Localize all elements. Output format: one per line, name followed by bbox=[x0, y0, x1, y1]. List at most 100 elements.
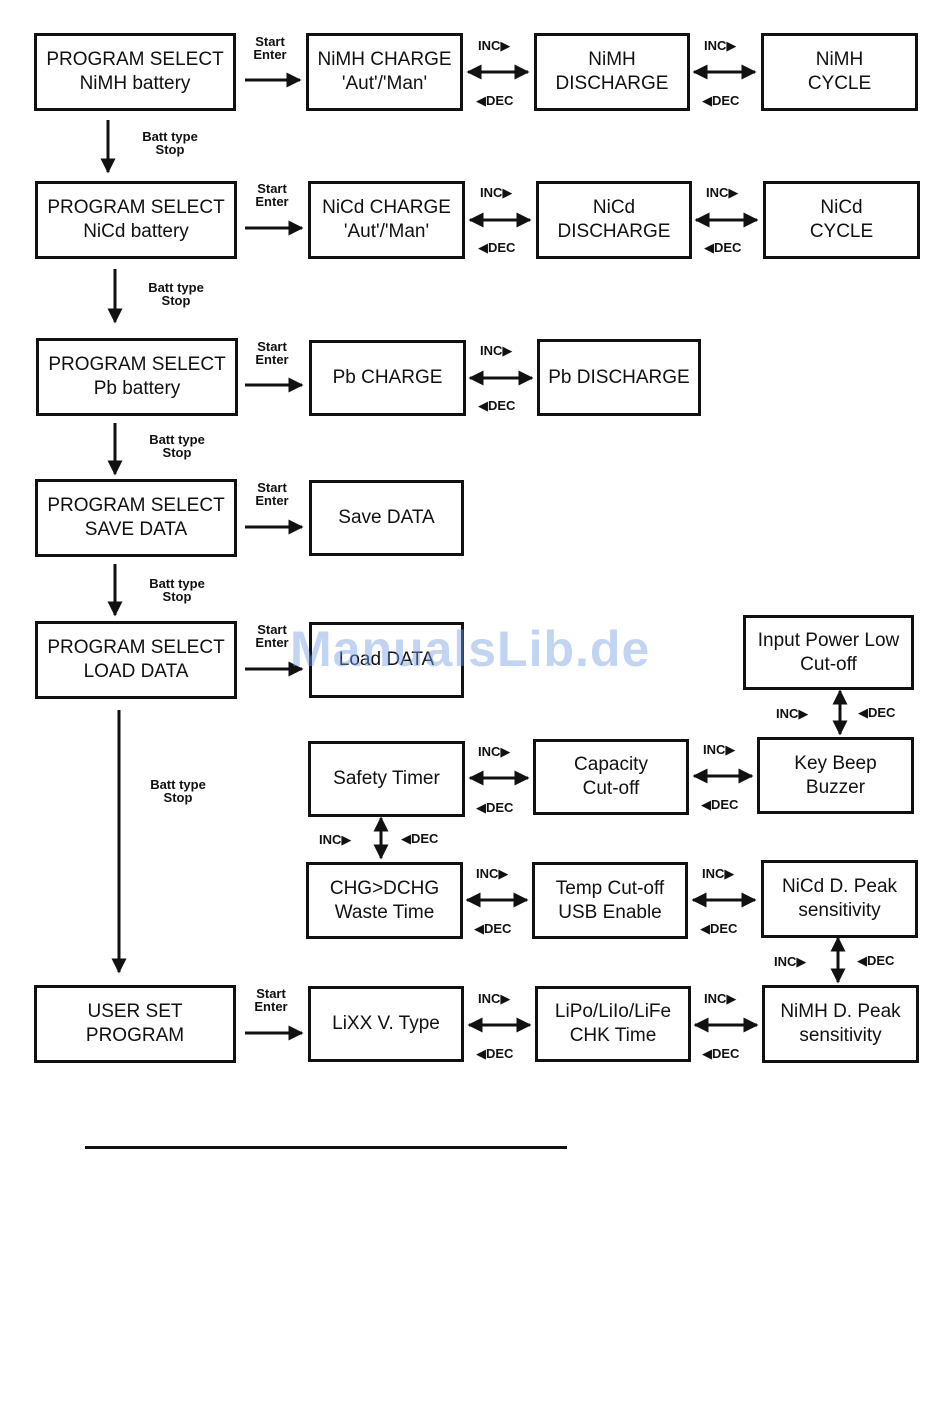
box-line-1: NiMH D. Peak bbox=[780, 1001, 901, 1022]
manualslib-watermark: ManualsLib.de bbox=[290, 621, 651, 677]
start-text: Start bbox=[257, 622, 287, 637]
inc-text: INC bbox=[476, 866, 499, 881]
box-line-2: CYCLE bbox=[809, 221, 874, 242]
dec-label: ◀DEC bbox=[478, 240, 515, 256]
start-text: Start bbox=[257, 480, 287, 495]
dec-text: DEC bbox=[868, 705, 896, 720]
dec-arrow-icon: ◀ bbox=[476, 800, 486, 815]
dec-label: ◀DEC bbox=[704, 240, 741, 256]
inc-text: INC bbox=[319, 832, 342, 847]
box-line-2: 'Aut'/'Man' bbox=[343, 221, 430, 242]
box-line-1: LiXX V. Type bbox=[332, 1013, 440, 1034]
box-line-2: Waste Time bbox=[334, 901, 435, 923]
dec-text: DEC bbox=[411, 831, 439, 846]
dec-label: ◀DEC bbox=[476, 800, 513, 816]
inc-label: INC▶ bbox=[704, 38, 736, 54]
inc-label: INC▶ bbox=[704, 991, 736, 1007]
pb-discharge-box: Pb DISCHARGE bbox=[537, 339, 701, 416]
dec-arrow-icon: ◀ bbox=[401, 831, 411, 846]
dec-label: ◀DEC bbox=[700, 921, 737, 937]
inc-text: INC bbox=[478, 744, 501, 759]
enter-text: Enter bbox=[253, 47, 287, 62]
box-line-1: NiCd bbox=[592, 197, 636, 218]
inc-label: INC▶ bbox=[319, 832, 351, 848]
dec-text: DEC bbox=[711, 797, 739, 812]
enter-text: Enter bbox=[255, 194, 289, 209]
box-line-1: Input Power Low bbox=[757, 629, 900, 651]
box-line-1: NiCd D. Peak bbox=[781, 876, 898, 897]
dec-text: DEC bbox=[486, 800, 514, 815]
dec-text: DEC bbox=[867, 953, 895, 968]
box-line-1: PROGRAM SELECT bbox=[48, 354, 226, 375]
dec-label: ◀DEC bbox=[476, 1046, 513, 1062]
dec-text: DEC bbox=[488, 398, 516, 413]
inc-arrow-icon: ▶ bbox=[502, 185, 513, 200]
inc-arrow-icon: ▶ bbox=[724, 866, 735, 881]
dec-arrow-icon: ◀ bbox=[478, 240, 488, 255]
dec-arrow-icon: ◀ bbox=[702, 1046, 712, 1061]
inc-arrow-icon: ▶ bbox=[726, 38, 737, 53]
box-line-1: NiMH bbox=[815, 49, 864, 70]
inc-label: INC▶ bbox=[706, 185, 738, 201]
inc-label: INC▶ bbox=[776, 706, 808, 722]
inc-text: INC bbox=[480, 343, 503, 358]
stop-text: Stop bbox=[162, 445, 192, 460]
box-line-2: Cut-off bbox=[582, 778, 640, 799]
box-line-2: DISCHARGE bbox=[555, 73, 669, 94]
inc-text: INC bbox=[706, 185, 729, 200]
inc-text: INC bbox=[702, 866, 725, 881]
box-line-1: Load DATA bbox=[338, 649, 435, 670]
box-line-1: NiCd CHARGE bbox=[322, 197, 451, 218]
box-line-2: NiMH battery bbox=[79, 73, 191, 94]
enter-text: Enter bbox=[255, 635, 289, 650]
inc-label: INC▶ bbox=[703, 742, 735, 758]
inc-text: INC bbox=[704, 38, 727, 53]
batt-type-text: Batt type bbox=[149, 576, 205, 591]
box-line-2: PROGRAM bbox=[85, 1025, 185, 1046]
nicd-charge-box: NiCd CHARGE 'Aut'/'Man' bbox=[308, 181, 465, 259]
inc-text: INC bbox=[478, 38, 501, 53]
batt-type-text: Batt type bbox=[150, 777, 206, 792]
dec-label: ◀DEC bbox=[476, 93, 513, 109]
inc-arrow-icon: ▶ bbox=[500, 991, 511, 1006]
inc-arrow-icon: ▶ bbox=[725, 742, 736, 757]
inc-arrow-icon: ▶ bbox=[728, 185, 739, 200]
inc-arrow-icon: ▶ bbox=[341, 832, 352, 847]
inc-text: INC bbox=[704, 991, 727, 1006]
box-line-1: PROGRAM SELECT bbox=[47, 637, 225, 658]
dec-text: DEC bbox=[710, 921, 738, 936]
batt-type-text: Batt type bbox=[142, 129, 198, 144]
dec-arrow-icon: ◀ bbox=[704, 240, 714, 255]
load-data-box: Load DATA bbox=[309, 622, 464, 698]
box-line-1: LiPo/LiIo/LiFe bbox=[554, 1001, 672, 1022]
dec-text: DEC bbox=[712, 93, 740, 108]
inc-arrow-icon: ▶ bbox=[796, 954, 807, 969]
enter-text: Enter bbox=[255, 352, 289, 367]
dec-text: DEC bbox=[488, 240, 516, 255]
dec-text: DEC bbox=[484, 921, 512, 936]
box-line-2: sensitivity bbox=[799, 1025, 882, 1046]
dec-arrow-icon: ◀ bbox=[702, 93, 712, 108]
inc-text: INC bbox=[774, 954, 797, 969]
inc-label: INC▶ bbox=[476, 866, 508, 882]
dec-arrow-icon: ◀ bbox=[857, 953, 867, 968]
nimh-charge-box: NiMH CHARGE'Aut'/'Man' bbox=[306, 33, 463, 111]
dec-text: DEC bbox=[712, 1046, 740, 1061]
